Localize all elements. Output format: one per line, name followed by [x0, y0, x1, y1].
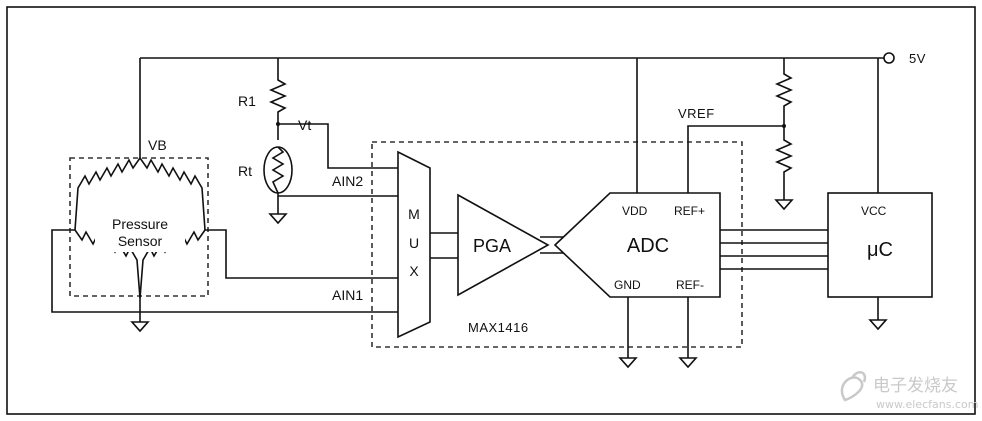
vref-wire — [687, 125, 784, 193]
divider-resistor-bottom-icon — [774, 126, 794, 200]
thermistor-icon — [263, 146, 293, 194]
chip-label: MAX1416 — [468, 320, 529, 335]
ain2-label: AIN2 — [332, 173, 363, 189]
bridge-left-wire — [51, 229, 398, 313]
adc-label: ADC — [627, 235, 669, 257]
ground-icon — [130, 321, 150, 333]
gnd-label: GND — [614, 278, 641, 292]
ground-icon — [868, 319, 888, 331]
ground-icon — [618, 357, 638, 369]
mux-block — [397, 150, 431, 339]
sensor-label-line2: Sensor — [118, 233, 163, 249]
sensor-label-bg — [95, 214, 185, 252]
watermark-url: www.elecfans.com — [876, 398, 978, 411]
supply-label: 5V — [909, 51, 926, 66]
diagram-frame — [6, 6, 976, 415]
pga-label: PGA — [473, 236, 511, 256]
mux-label-m: M — [408, 206, 420, 222]
ground-icon — [268, 213, 288, 225]
watermark: 电子发烧友 www.elecfans.com — [840, 370, 978, 411]
ground-icon — [774, 199, 794, 211]
divider-resistor-top-icon — [774, 58, 794, 126]
vt-label: Vt — [298, 117, 311, 133]
r1-label: R1 — [238, 93, 256, 109]
microcontroller-block — [827, 192, 933, 298]
ain1-label: AIN1 — [332, 287, 363, 303]
ground-icon — [678, 357, 698, 369]
vref-label: VREF — [678, 106, 715, 121]
mux-label-x: X — [409, 263, 419, 279]
ref-plus-label: REF+ — [674, 204, 705, 218]
supply-terminal-icon — [883, 52, 895, 64]
vref-node — [782, 124, 786, 128]
vb-label: VB — [148, 137, 167, 153]
sensor-label-line1: Pressure — [112, 216, 168, 232]
logo-icon — [840, 370, 867, 402]
ref-minus-label: REF- — [676, 278, 704, 292]
adc-block — [553, 192, 721, 298]
mux-label-u: U — [409, 235, 419, 251]
vcc-label: VCC — [861, 204, 887, 218]
vt-node — [276, 122, 280, 126]
rt-label: Rt — [238, 163, 252, 179]
pga-block — [457, 193, 550, 297]
bridge-right-wire — [205, 229, 398, 279]
uc-label: μC — [867, 239, 893, 261]
r1-resistor-icon — [268, 58, 288, 140]
vdd-label: VDD — [622, 204, 648, 218]
vt-wire — [278, 123, 398, 169]
max1416-boundary — [371, 141, 743, 348]
watermark-text-cn: 电子发烧友 — [873, 376, 958, 396]
pressure-sensor-box — [69, 157, 209, 297]
